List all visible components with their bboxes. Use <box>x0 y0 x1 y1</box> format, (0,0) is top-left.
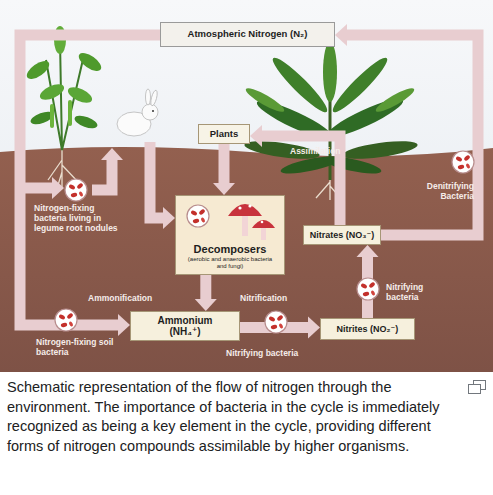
rabbit-eye <box>152 110 154 112</box>
arrow-head <box>52 177 64 199</box>
annotation-text: Nitrifying bacteria <box>226 349 336 359</box>
bush <box>243 42 418 180</box>
arrow-head <box>357 245 379 257</box>
process-box: Plants <box>198 124 250 144</box>
edge-label: Nitrification <box>240 294 320 304</box>
arrow-head <box>250 125 262 147</box>
mushroom-cap <box>228 204 262 216</box>
leaf <box>73 113 99 131</box>
rabbit-ear <box>146 89 151 105</box>
mushrooms <box>228 204 275 240</box>
flow-arrow-line <box>20 35 160 325</box>
rabbit-ear <box>150 90 159 107</box>
bacteria-icon <box>452 151 474 173</box>
arrow-head <box>335 24 347 46</box>
mushroom-spot <box>238 206 241 209</box>
leaf <box>38 81 67 103</box>
box-text: Nitrites (NO₂⁻) <box>337 324 399 334</box>
icon-frame <box>469 385 481 394</box>
box-text: Ammonium (NH₄⁺) <box>154 315 216 338</box>
flow-arrow-line <box>92 160 112 190</box>
flow-arrow-line <box>219 144 230 183</box>
leaf <box>373 85 416 116</box>
process-box: Nitrites (NO₂⁻) <box>320 318 415 340</box>
rabbit <box>117 89 158 136</box>
flow-arrow-line <box>200 275 211 299</box>
mushroom-spot <box>248 204 251 207</box>
rabbit-head <box>142 104 158 120</box>
legume-plant <box>24 26 104 150</box>
box-text: Nitrates (NO₃⁻) <box>310 230 374 240</box>
bacteria-icon <box>55 309 77 331</box>
box-text: Atmospheric Nitrogen (N₂) <box>188 29 308 40</box>
leaf <box>24 58 52 83</box>
flow-arrow <box>195 275 217 311</box>
bean-pod <box>50 104 54 128</box>
annotation-text: Nitrogen-fixing bacteria living in legum… <box>34 204 126 233</box>
mushroom-stem <box>261 226 266 240</box>
soil <box>0 147 493 372</box>
mushroom-spot <box>261 221 264 224</box>
annotation-text: Denitrifying Bacteria <box>398 182 474 202</box>
mushroom-cap <box>252 220 275 228</box>
arrow-head <box>308 317 320 339</box>
flow-arrow-line <box>347 35 478 235</box>
connector-layer <box>0 0 493 372</box>
bacteria-icon <box>187 205 209 227</box>
process-box: Ammonium (NH₄⁺) <box>130 311 240 341</box>
mushroom-stem <box>242 214 248 236</box>
annotation-text: Nitrifying bacteria <box>386 283 444 303</box>
arrow-head <box>213 183 235 195</box>
bacteria-icon <box>357 278 379 300</box>
process-box: Decomposers(aerobic and anaerobic bacter… <box>175 195 285 275</box>
leaf <box>243 85 286 116</box>
bean-pod <box>68 100 72 126</box>
process-box: Atmospheric Nitrogen (N₂) <box>160 22 335 47</box>
process-box: Nitrates (NO₃⁻) <box>303 225 381 245</box>
edge-label: Assimilation <box>290 147 362 157</box>
edge-label: Ammonification <box>88 294 183 304</box>
arrow-head <box>101 148 123 160</box>
box-text: (aerobic and anaerobic bacteria and fung… <box>184 256 276 270</box>
arrow-head <box>195 299 217 311</box>
flow-arrow-line <box>362 257 373 318</box>
flow-arrow <box>213 144 235 195</box>
foreground-illustration <box>0 0 493 372</box>
sky <box>0 0 493 372</box>
flow-arrow <box>335 24 478 235</box>
annotation-text: Nitrogen-fixing soil bacteria <box>36 338 116 358</box>
leaf <box>323 42 337 102</box>
box-text: Decomposers <box>194 243 267 256</box>
arrow-head <box>118 314 130 336</box>
flow-arrow-line <box>150 142 163 218</box>
diagram-area: Atmospheric Nitrogen (N₂) PlantsDecompose… <box>0 0 493 372</box>
flow-arrow-line <box>240 322 308 333</box>
flow-arrow <box>20 35 160 336</box>
flow-arrow <box>240 317 320 339</box>
box-text: Plants <box>210 129 239 140</box>
arrow-head <box>163 207 175 229</box>
enlarge-icon <box>468 380 486 394</box>
flow-arrow <box>357 245 379 318</box>
bacteria-icon <box>65 179 87 201</box>
leaf <box>341 138 418 162</box>
leaf <box>321 153 382 177</box>
bacteria-icon <box>265 311 287 333</box>
figure-caption: Schematic representation of the flow of … <box>7 378 465 456</box>
leaf <box>76 50 104 75</box>
background-illustration <box>0 0 493 372</box>
